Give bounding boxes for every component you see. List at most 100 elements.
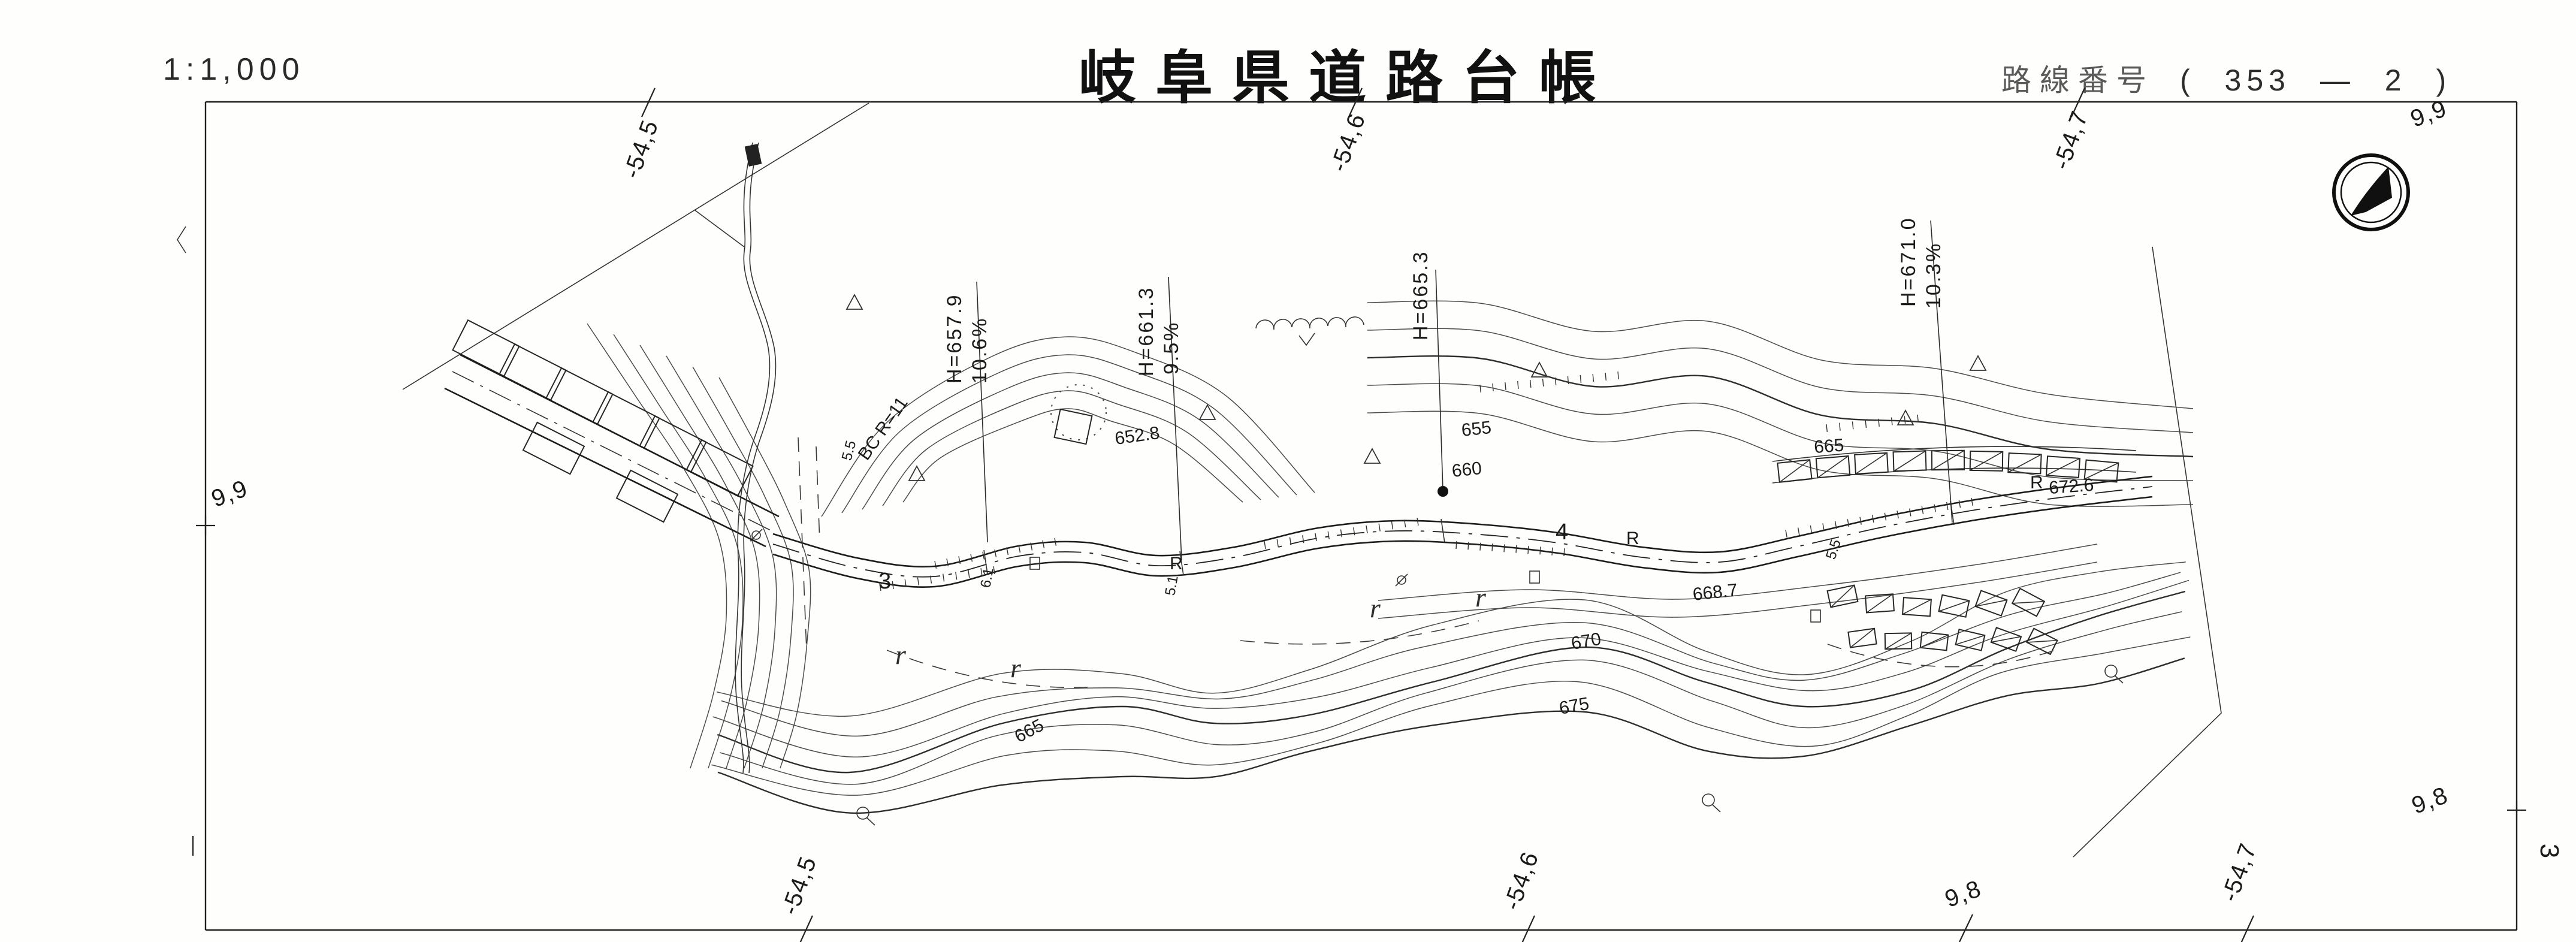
contour-line — [1367, 383, 2194, 481]
route-number: 路線番号 ( 353 — 2 ) — [2001, 56, 2451, 99]
dotted-circle-symbol — [1050, 384, 1107, 440]
map-linework — [1975, 599, 2007, 607]
tree-icon — [908, 465, 926, 481]
contour-line — [711, 636, 2191, 796]
radius-mark: R — [1626, 529, 1639, 548]
contour-layer — [587, 300, 2194, 814]
map-linework — [1969, 450, 2004, 472]
spring-icon — [2115, 675, 2124, 684]
contour-line — [902, 408, 1243, 503]
map-linework — [2007, 454, 2042, 473]
map-linework — [1850, 628, 1875, 648]
contour-line — [882, 390, 1261, 506]
wall-block — [1974, 590, 2008, 617]
utility-pole-icon — [1395, 573, 1408, 587]
contour-line — [1367, 328, 2194, 433]
map-linework — [2046, 458, 2080, 476]
map-linework — [1847, 627, 1877, 648]
road-edge — [772, 475, 2153, 568]
contour-line — [862, 372, 1279, 510]
wall-block — [2045, 455, 2081, 478]
slope-hatch — [1785, 497, 1973, 538]
map-linework — [1866, 593, 1894, 614]
map-linework — [2026, 627, 2058, 656]
map-linework — [1855, 452, 1888, 475]
map-linework — [1830, 584, 1855, 608]
spring-icon — [2104, 665, 2118, 678]
map-linework — [1826, 584, 1859, 608]
sheet-frame — [204, 101, 2518, 931]
tree-icon — [1896, 409, 1914, 425]
structure-layer — [452, 319, 2137, 656]
contour-label: 660 — [1451, 458, 1482, 481]
contour-line — [721, 572, 2181, 737]
contour-line — [587, 323, 727, 769]
drain-icon — [1529, 570, 1540, 584]
culvert-icon — [744, 144, 762, 167]
wall-block — [1847, 627, 1877, 648]
width-mark: 5.5 — [839, 439, 860, 462]
map-linework — [1970, 451, 2003, 471]
contour-label: 670 — [1569, 629, 1602, 654]
slope-hatch — [879, 566, 995, 591]
route-number-label: 路線番号 — [2001, 64, 2155, 97]
dashed-boundaries — [798, 437, 2056, 689]
spot-elevation-dot — [1438, 486, 1448, 497]
map-linework — [1892, 450, 1927, 472]
map-linework — [1884, 632, 1913, 650]
utility-pole-icon — [1397, 575, 1406, 585]
map-linework — [1885, 632, 1912, 650]
vegetation-mark: r — [895, 639, 907, 670]
station-elevation: H=661.3 — [1135, 286, 1158, 377]
grid-ticks — [177, 87, 2526, 942]
building — [615, 469, 679, 523]
wall-block — [2026, 627, 2058, 656]
building — [522, 421, 585, 475]
map-linework — [2011, 587, 2046, 617]
grid-label: -54,7 — [2216, 839, 2262, 905]
contour-line — [639, 345, 760, 769]
map-linework — [1938, 594, 1970, 618]
map-linework — [1938, 600, 1970, 612]
contour-label: 675 — [1557, 694, 1590, 718]
contour-line — [718, 377, 811, 769]
contour-line — [720, 611, 2182, 785]
route-number-value: ( 353 — 2 ) — [2180, 64, 2452, 97]
symbol-layer — [750, 294, 2124, 826]
map-linework — [1865, 593, 1895, 614]
radius-mark: R — [2030, 473, 2043, 493]
map-linework — [1815, 455, 1851, 479]
contour-label: 652.8 — [1113, 423, 1161, 449]
station-tick — [983, 550, 988, 575]
road-layer — [772, 371, 2153, 591]
tree-icon — [845, 294, 863, 310]
station-elevation: H=665.3 — [1409, 250, 1432, 341]
fold-mark — [177, 226, 186, 253]
map-linework — [1990, 627, 2022, 653]
map-linework — [2027, 639, 2058, 643]
vegetation-mark: r — [1010, 653, 1022, 683]
slope-hatch — [934, 538, 1057, 569]
road-centerline — [772, 486, 2153, 578]
grid-label: 9,8 — [1941, 875, 1985, 913]
spring-icon — [856, 807, 869, 820]
stream — [694, 142, 777, 774]
map-linework — [1920, 634, 1949, 648]
map-linework — [2084, 462, 2119, 480]
contour-line — [1367, 300, 2194, 409]
spring-icon — [1712, 804, 1721, 813]
grid-label: 9,9 — [2407, 95, 2451, 132]
grid-label: 9,8 — [2408, 782, 2452, 819]
neatlines — [402, 102, 2222, 858]
scale-label: 1:1,000 — [163, 52, 305, 87]
wall-block — [1865, 593, 1895, 614]
contour-line — [692, 366, 794, 769]
map-linework — [1919, 631, 1949, 651]
map-linework — [2045, 455, 2081, 478]
station-tick — [1440, 518, 1445, 544]
map-linework — [1902, 599, 1932, 615]
contour-line — [613, 334, 744, 769]
contour-label: 668.7 — [1692, 580, 1738, 605]
grid-label: -54,5 — [618, 116, 664, 182]
